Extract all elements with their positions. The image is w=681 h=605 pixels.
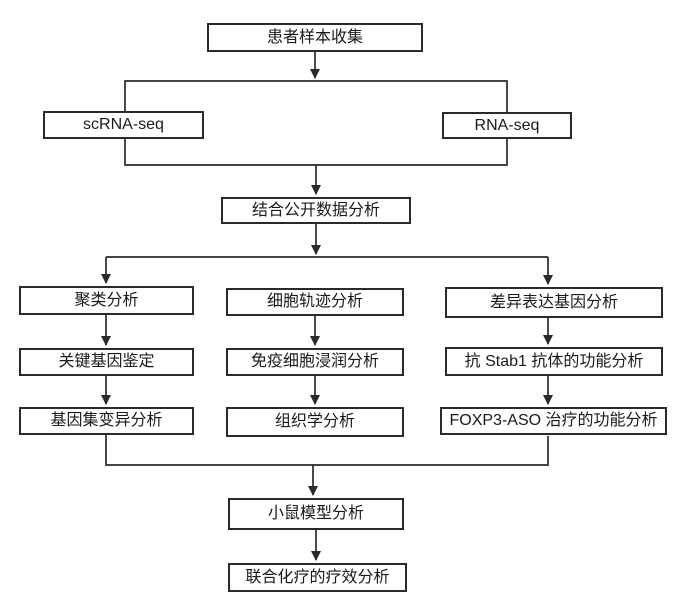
node-immune-cell-infiltration-analysis: 免疫细胞浸润分析 bbox=[226, 348, 404, 376]
node-rna-seq: RNA-seq bbox=[442, 112, 572, 139]
node-key-gene-identification: 关键基因鉴定 bbox=[19, 348, 194, 376]
node-deg-analysis: 差异表达基因分析 bbox=[445, 287, 663, 318]
node-histology-analysis: 组织学分析 bbox=[226, 407, 404, 437]
node-cell-trajectory-analysis: 细胞轨迹分析 bbox=[226, 288, 404, 316]
node-public-data-analysis: 结合公开数据分析 bbox=[221, 197, 411, 224]
node-clustering-analysis: 聚类分析 bbox=[19, 286, 194, 315]
node-patient-sample-collection: 患者样本收集 bbox=[207, 23, 423, 52]
connector-merge2 bbox=[105, 435, 549, 466]
node-foxp3-aso-treatment-function-analysis: FOXP3-ASO 治疗的功能分析 bbox=[440, 407, 667, 435]
node-mouse-model-analysis: 小鼠模型分析 bbox=[228, 498, 404, 530]
node-anti-stab1-antibody-function-analysis: 抗 Stab1 抗体的功能分析 bbox=[445, 347, 663, 376]
connector-split1 bbox=[124, 80, 508, 112]
connector-merge1 bbox=[124, 139, 508, 166]
node-scrna-seq: scRNA-seq bbox=[43, 111, 204, 139]
node-combined-chemotherapy-efficacy-analysis: 联合化疗的疗效分析 bbox=[228, 563, 407, 592]
node-gene-set-variation-analysis: 基因集变异分析 bbox=[19, 407, 194, 435]
